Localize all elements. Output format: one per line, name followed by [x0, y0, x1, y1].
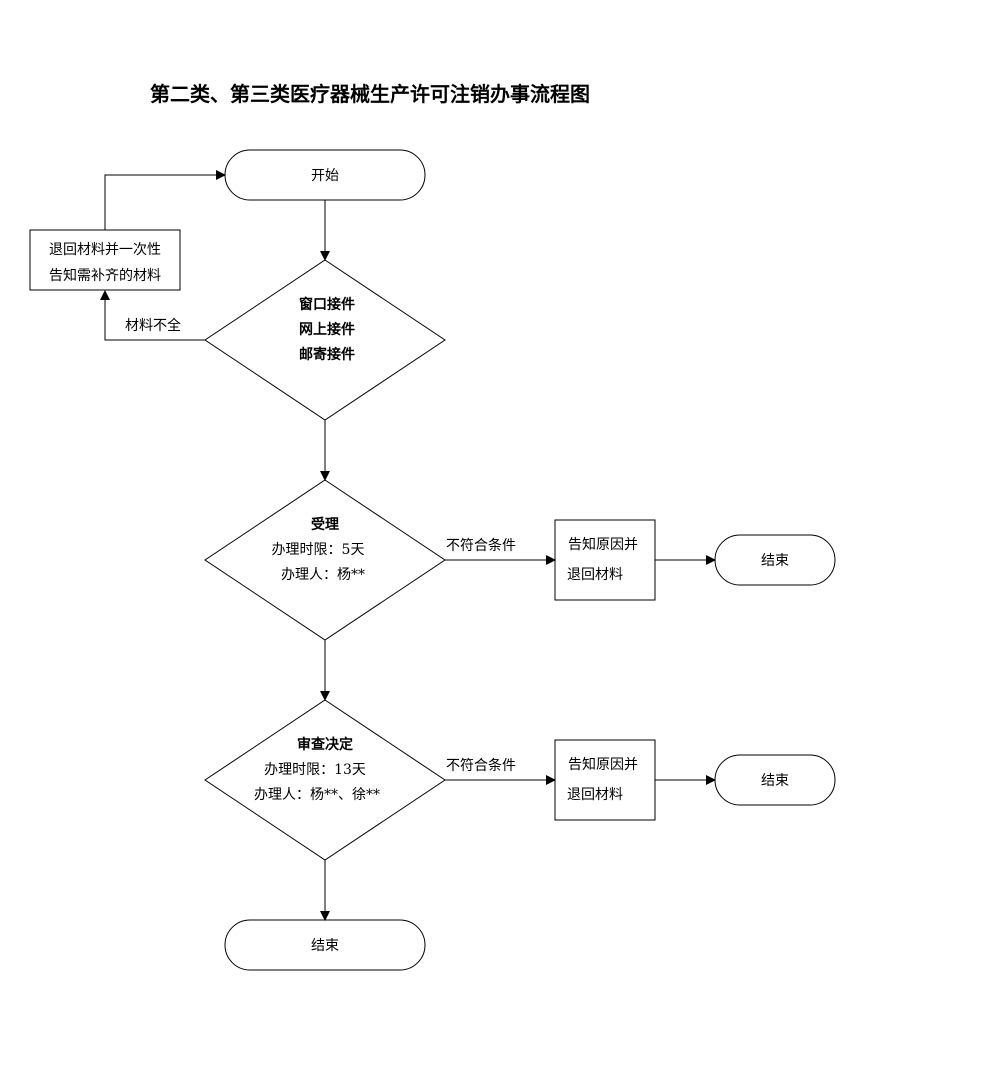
- end-node-final: 结束: [224, 919, 426, 971]
- return-materials-box: 退回材料并一次性 告知需补齐的材料: [29, 229, 181, 291]
- edge-return-to-start: [104, 170, 226, 230]
- receive-line3: 邮寄接件: [299, 346, 355, 363]
- receive-line2: 网上接件: [299, 321, 355, 338]
- end-node-2: 结束: [714, 754, 836, 806]
- notify-1-line1: 告知原因并: [568, 536, 638, 553]
- notify-1-line2: 退回材料: [567, 567, 623, 583]
- review-title: 审查决定: [297, 736, 353, 753]
- review-handler: 办理人：杨**、徐**: [254, 787, 380, 803]
- return-materials-line2: 告知需补齐的材料: [49, 267, 161, 284]
- accept-handler: 办理人：杨**: [281, 567, 365, 583]
- edge-receive-to-return: [100, 290, 205, 341]
- start-label: 开始: [311, 168, 339, 184]
- notify-box-2: 告知原因并 退回材料: [554, 739, 656, 821]
- end-node-1: 结束: [714, 534, 836, 586]
- start-node: 开始: [224, 149, 426, 201]
- notify-2-line2: 退回材料: [567, 787, 623, 803]
- review-decision: 审查决定 办理时限：13天 办理人：杨**、徐**: [204, 699, 446, 861]
- page-title: 第二类、第三类医疗器械生产许可注销办事流程图: [150, 82, 590, 106]
- accept-title: 受理: [311, 516, 339, 533]
- review-time-limit: 办理时限：13天: [264, 762, 366, 778]
- edge-label-not-qualified-1: 不符合条件: [446, 537, 516, 554]
- edge-label-not-qualified-2: 不符合条件: [446, 757, 516, 774]
- notify-box-1: 告知原因并 退回材料: [554, 519, 656, 601]
- end-2-label: 结束: [761, 773, 789, 789]
- edge-label-incomplete: 材料不全: [125, 317, 181, 334]
- end-1-label: 结束: [761, 553, 789, 569]
- notify-2-line1: 告知原因并: [568, 756, 638, 773]
- accept-time-limit: 办理时限：5天: [272, 542, 365, 558]
- receive-line1: 窗口接件: [299, 296, 355, 313]
- accept-decision: 受理 办理时限：5天 办理人：杨**: [204, 479, 446, 641]
- return-materials-line1: 退回材料并一次性: [49, 242, 161, 258]
- end-final-label: 结束: [311, 938, 339, 954]
- receive-decision: 窗口接件 网上接件 邮寄接件: [204, 259, 446, 421]
